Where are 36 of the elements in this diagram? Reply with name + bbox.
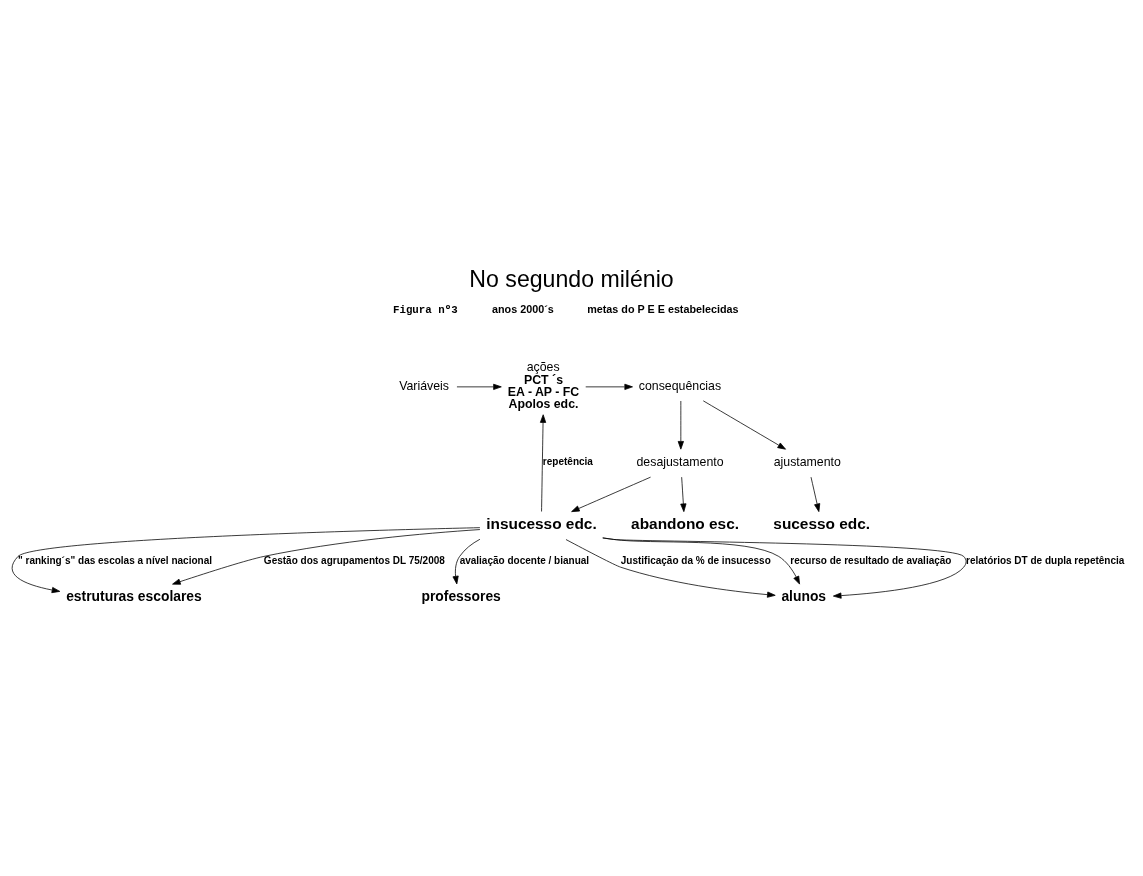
edge-label: Justificação da % de insucesso: [620, 554, 771, 566]
arrow: [571, 476, 651, 512]
edge-label: repetência: [542, 455, 593, 467]
node-text: ajustamento: [773, 454, 841, 469]
arrow: [452, 538, 481, 584]
node-text: ações PCT ´s EA - AP - FC Apolos edc.: [507, 359, 580, 411]
node-text: desajustamento: [636, 454, 724, 469]
arrow: [602, 537, 967, 599]
node-text: estruturas escolares: [66, 587, 202, 604]
label: Figura nº3: [392, 303, 458, 316]
arrow: [172, 528, 481, 585]
arrow: [702, 399, 786, 450]
node-text: alunos: [781, 587, 827, 604]
arrow: [810, 476, 821, 512]
label: metas do P E E estabelecidas: [587, 302, 739, 315]
arrow: [539, 413, 547, 512]
arrow: [677, 400, 684, 450]
arrow: [680, 476, 687, 512]
arrow: [11, 526, 481, 593]
node-text: sucesso edc.: [773, 514, 871, 532]
arrow: [602, 536, 800, 584]
node-text: Variáveis: [399, 378, 449, 393]
arrow: [456, 383, 502, 390]
node-text: professores: [421, 587, 501, 604]
node-text: consequências: [638, 378, 722, 393]
diagram-title: No segundo milénio: [469, 265, 674, 292]
arrow: [565, 538, 776, 598]
arrow: [585, 383, 633, 390]
node-text: abandono esc.: [631, 514, 739, 532]
edge-label: avaliação docente / bianual: [459, 554, 590, 566]
edge-label: " ranking´s" das escolas a nível nacional: [18, 554, 213, 566]
edge-label: Gestão dos agrupamentos DL 75/2008: [263, 554, 445, 566]
edge-label: recurso de resultado de avaliação: [790, 554, 952, 566]
edge-label: relatórios DT de dupla repetência: [966, 554, 1125, 566]
label: anos 2000´s: [492, 302, 554, 315]
node-text: insucesso edc.: [486, 514, 597, 532]
